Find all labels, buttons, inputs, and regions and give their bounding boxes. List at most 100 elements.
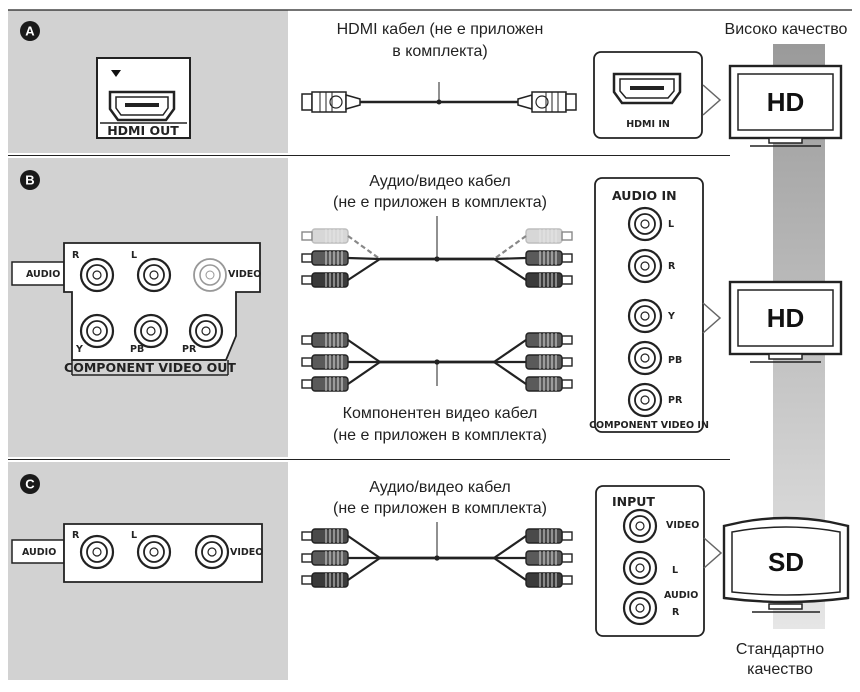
rca-plug-left <box>301 528 349 544</box>
cable-strand <box>347 361 381 385</box>
component-cable-label-line2: (не е приложен в комплекта) <box>333 427 547 444</box>
rca-plug-right <box>525 376 573 392</box>
tv-jack-b-pr <box>627 382 663 418</box>
rca-plug-left <box>301 550 349 566</box>
hdmi-in-label: HDMI IN <box>626 119 670 130</box>
player-b-l-label: L <box>131 250 137 261</box>
jack-c-video <box>194 534 230 570</box>
tv-jack-b-audio-r <box>627 248 663 284</box>
cable-strand <box>347 235 381 260</box>
tv-jack-b-audio-l <box>627 206 663 242</box>
rca-plug-right <box>525 572 573 588</box>
rca-plug-right <box>525 228 573 244</box>
rca-plug-left <box>301 250 349 266</box>
rca-plug-right <box>525 272 573 288</box>
tv-b-pb-label: PB <box>668 355 682 366</box>
triangle-marker-icon <box>111 70 121 77</box>
component-cable-label-line1: Компонентен видео кабел <box>342 405 538 422</box>
audio-in-label: AUDIO IN <box>612 188 677 203</box>
jack-b-y <box>79 313 115 349</box>
badge-b: B <box>20 170 40 190</box>
cable-strand <box>347 258 381 281</box>
hdmi-in-panel: HDMI IN <box>593 51 703 139</box>
tv-a-screen-label: HD <box>766 87 805 117</box>
tv-b-pr-label: PR <box>668 395 683 406</box>
player-b-pb-label: PB <box>130 344 144 355</box>
tv-c-screen-label: SD <box>767 547 805 577</box>
rca-jacks-c-player <box>79 534 230 570</box>
player-c-l-label: L <box>131 530 137 541</box>
component-cable <box>301 332 573 392</box>
rca-plug-right <box>525 250 573 266</box>
cable-strand <box>493 339 527 363</box>
jack-c-audio-l <box>136 534 172 570</box>
tv-composite-in-panel: INPUT VIDEO L AUDIO R <box>595 485 705 637</box>
tv-hd-a <box>728 64 843 147</box>
cable-strand <box>493 258 527 281</box>
input-label: INPUT <box>612 494 655 509</box>
rca-plug-left <box>301 376 349 392</box>
rca-jacks-c-tv <box>622 508 658 626</box>
player-c-r-label: R <box>72 530 80 541</box>
player-b-pr-label: PR <box>182 344 197 355</box>
svg-text:B: B <box>25 173 34 188</box>
rca-plug-left <box>301 228 349 244</box>
av-cable-b-label-line1: Аудио/видео кабел <box>369 173 511 190</box>
tv-c-video-label: VIDEO <box>666 520 699 531</box>
jack-b-pb <box>133 313 169 349</box>
player-b-video-label: VIDEO <box>228 269 261 280</box>
cable-strand <box>493 256 527 261</box>
tv-jack-c-video <box>622 508 658 544</box>
cable-strand <box>347 339 381 363</box>
badge-a: A <box>20 21 40 41</box>
high-quality-label: Високо качество <box>724 21 848 38</box>
tv-b-l-label: L <box>668 219 674 230</box>
chevron-right-icon <box>702 84 722 116</box>
tv-c-audio-label: AUDIO <box>664 590 698 601</box>
cable-strand <box>493 361 527 385</box>
svg-text:C: C <box>25 477 35 492</box>
cable-strand <box>493 535 527 559</box>
player-b-y-label: Y <box>75 344 83 355</box>
player-c-video-label: VIDEO <box>230 547 263 558</box>
rca-plug-right <box>525 528 573 544</box>
standard-quality-label-line1: Стандартно <box>735 641 825 658</box>
cable-strand <box>493 235 527 260</box>
cable-strand <box>493 557 527 581</box>
tv-hd-b <box>728 280 843 363</box>
rca-plug-right <box>525 354 573 370</box>
jack-b-audio-r <box>79 257 115 293</box>
jack-b-pr <box>188 313 224 349</box>
rca-plug-left <box>301 572 349 588</box>
rca-plug-left <box>301 272 349 288</box>
player-b-r-label: R <box>72 250 80 261</box>
rca-jacks-b-player <box>79 257 227 349</box>
jack-b-video <box>193 258 227 292</box>
tv-jack-b-y <box>627 298 663 334</box>
chevron-right-icon <box>702 302 722 334</box>
player-c-audio-label: AUDIO <box>22 547 56 558</box>
tv-sd-c <box>722 516 850 613</box>
rca-jacks-b-tv <box>627 206 663 418</box>
cable-strand <box>347 256 381 261</box>
av-cable-c-label-line2: (не е приложен в комплекта) <box>333 500 547 517</box>
tv-jack-c-audio-l <box>622 550 658 586</box>
jack-b-audio-l <box>136 257 172 293</box>
av-cable-c-label-line1: Аудио/видео кабел <box>369 479 511 496</box>
hdmi-cable-label-line2: в комплекта) <box>392 43 488 60</box>
hdmi-cable <box>301 82 577 113</box>
tv-c-l-label: L <box>672 565 678 576</box>
chevron-right-icon <box>703 537 723 569</box>
tv-c-r-label: R <box>672 607 680 618</box>
hdmi-out-label: HDMI OUT <box>107 123 179 138</box>
cable-strand <box>347 557 381 581</box>
composite-out-panel: AUDIO R L VIDEO <box>11 523 263 583</box>
jack-c-audio-r <box>79 534 115 570</box>
tv-b-screen-label: HD <box>766 303 805 333</box>
av-cable-b-label-line2: (не е приложен в комплекта) <box>333 194 547 211</box>
hdmi-cable-label-line1: HDMI кабел (не е приложен <box>336 21 544 38</box>
component-in-label: COMPONENT VIDEO IN <box>589 420 709 431</box>
hdmi-out-port: HDMI OUT <box>96 57 191 139</box>
